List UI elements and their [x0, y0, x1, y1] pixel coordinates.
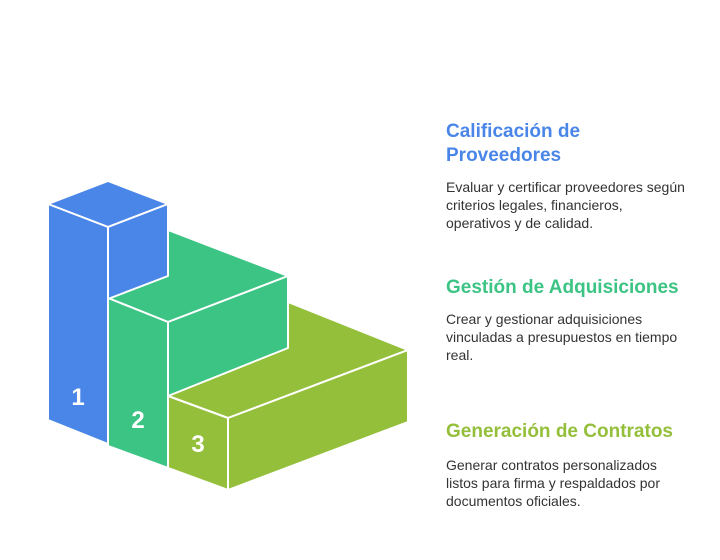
step-1-title: Calificación de Proveedores	[446, 121, 581, 166]
step-3-description: Generar contratos personalizados listos …	[446, 457, 660, 509]
step-1-right-face	[107, 203, 169, 300]
step-2-right-face	[167, 275, 289, 397]
step-3-right-face	[227, 349, 409, 491]
step-3-title: Generación de Contratos	[446, 421, 673, 442]
step-3-number: 3	[191, 431, 204, 458]
step-3-info: Generación de Contratos Generar contrato…	[446, 420, 686, 510]
step-2-description: Crear y gestionar adquisiciones vinculad…	[446, 311, 678, 363]
step-1-number: 1	[71, 384, 84, 411]
step-2-number: 2	[131, 407, 144, 434]
step-2-front-face	[107, 297, 169, 469]
step-1-info: Calificación de Proveedores Evaluar y ce…	[446, 120, 686, 232]
step-3-block	[167, 301, 409, 491]
step-1-description: Evaluar y certificar proveedores según c…	[446, 179, 685, 231]
step-1-block	[47, 180, 169, 445]
step-2-title: Gestión de Adquisiciones	[446, 277, 679, 298]
step-2-info: Gestión de Adquisiciones Crear y gestion…	[446, 276, 686, 364]
step-1-front-face	[47, 203, 109, 445]
